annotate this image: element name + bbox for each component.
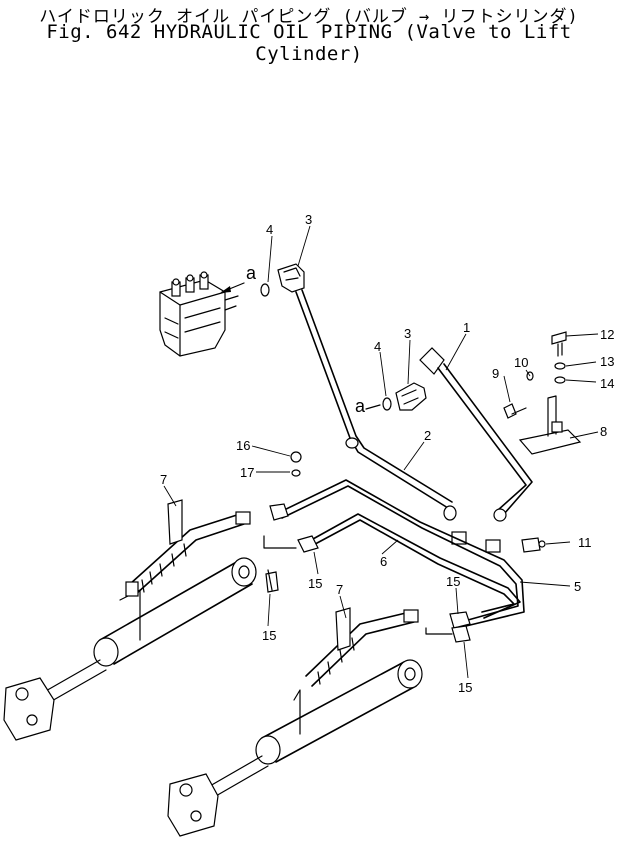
pipe-clamps — [451, 531, 501, 553]
hose-7-left — [125, 499, 251, 597]
control-valve — [159, 271, 239, 357]
elbow-fittings-15-right — [425, 611, 471, 643]
bolt-9 — [503, 403, 527, 419]
callout-4-top: 4 — [266, 222, 273, 237]
callout-2: 2 — [424, 428, 431, 443]
callout-15-a: 15 — [262, 628, 276, 643]
lift-cylinder-left — [3, 557, 257, 741]
o-ring-4-top — [260, 283, 270, 297]
elbow-fittings-15-left — [263, 503, 319, 593]
clip-11 — [521, 537, 546, 553]
o-ring-4-mid — [382, 397, 392, 411]
nut-16 — [290, 451, 302, 463]
callout-7-right: 7 — [336, 582, 343, 597]
callout-10: 10 — [514, 355, 528, 370]
leader-lines — [163, 225, 599, 679]
callout-3-mid: 3 — [404, 326, 411, 341]
callout-7-left: 7 — [160, 472, 167, 487]
callout-6: 6 — [380, 554, 387, 569]
hose-7-right — [305, 607, 419, 687]
diagram-title-japanese: ハイドロリック オイル パイピング (バルブ → リフトシリンダ) — [39, 7, 579, 27]
callout-16: 16 — [236, 438, 250, 453]
connection-arrow-a-mid — [365, 404, 381, 410]
callout-12: 12 — [600, 327, 614, 342]
callout-17: 17 — [240, 465, 254, 480]
tube-1 — [419, 347, 533, 522]
callout-8: 8 — [600, 424, 607, 439]
callout-13: 13 — [600, 354, 614, 369]
bolt-12 — [551, 331, 567, 357]
washer-17 — [291, 469, 301, 477]
connection-arrow-a-top — [220, 282, 245, 293]
diagram-title-english: Fig. 642 HYDRAULIC OIL PIPING (Valve to … — [46, 21, 572, 65]
tube-2 — [295, 289, 457, 521]
callout-15-c: 15 — [446, 574, 460, 589]
callout-15-d: 15 — [458, 680, 472, 695]
callout-11: 11 — [578, 535, 592, 550]
callout-15-b: 15 — [308, 576, 322, 591]
callout-14: 14 — [600, 376, 614, 391]
connection-mark-a-top: a — [246, 263, 257, 283]
callout-9: 9 — [492, 366, 499, 381]
callout-5: 5 — [574, 579, 581, 594]
connection-mark-a-mid: a — [355, 396, 366, 416]
tube-6 — [303, 513, 521, 619]
callout-1: 1 — [463, 320, 470, 335]
tube-5 — [279, 479, 525, 627]
lift-cylinder-right — [167, 659, 423, 837]
callout-4-mid: 4 — [374, 339, 381, 354]
elbow-fitting-3-mid — [395, 382, 427, 411]
bracket-8 — [518, 395, 582, 455]
washer-14 — [554, 376, 566, 384]
callout-3-top: 3 — [305, 212, 312, 227]
washer-13 — [554, 362, 566, 370]
elbow-fitting-3-top — [277, 263, 305, 293]
